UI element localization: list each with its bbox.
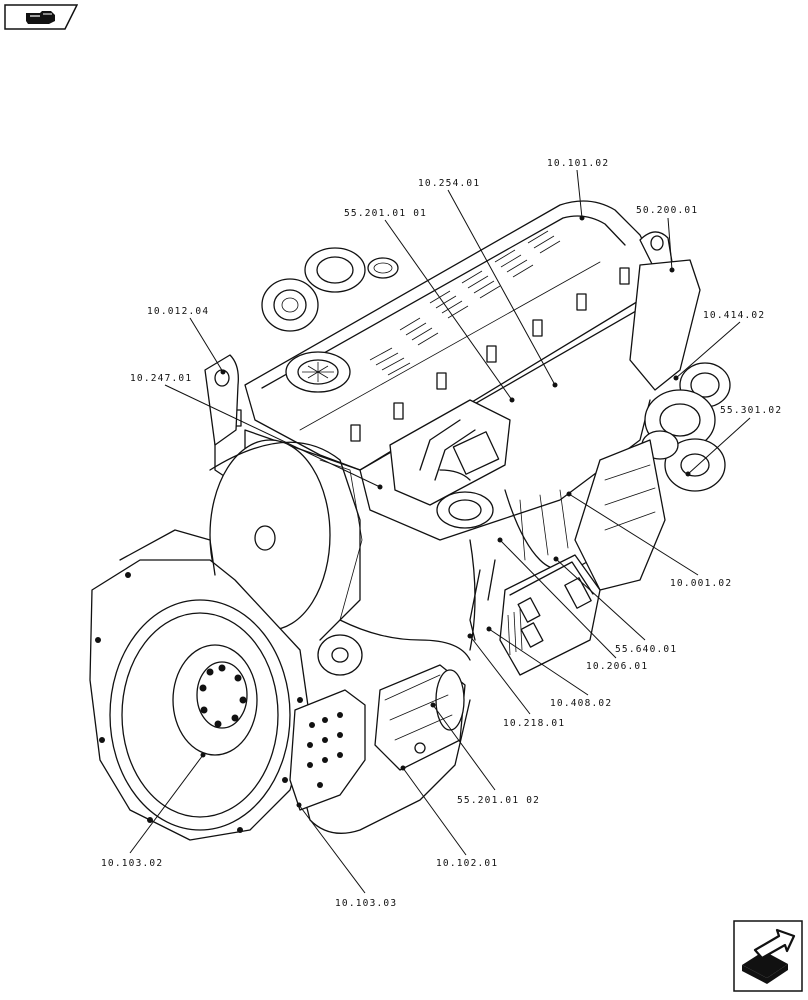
starter-motor <box>374 664 466 771</box>
callout-10-102-01[interactable]: 10.102.01 <box>436 858 498 869</box>
callout-10-254-01[interactable]: 10.254.01 <box>418 178 480 189</box>
callout-10-218-01[interactable]: 10.218.01 <box>503 718 565 729</box>
callout-55-201-01-01[interactable]: 55.201.01 01 <box>344 208 427 219</box>
arrow-forward-icon <box>742 928 796 984</box>
turbocharger <box>261 247 399 332</box>
callout-50-200-01[interactable]: 50.200.01 <box>636 205 698 216</box>
callout-10-103-02[interactable]: 10.103.02 <box>101 858 163 869</box>
callout-10-408-02[interactable]: 10.408.02 <box>550 698 612 709</box>
callout-10-012-04[interactable]: 10.012.04 <box>147 306 209 317</box>
hand-pointing-left-icon <box>26 11 55 24</box>
callout-10-103-03[interactable]: 10.103.03 <box>335 898 397 909</box>
callout-10-101-02[interactable]: 10.101.02 <box>547 158 609 169</box>
callout-labels: 10.101.02 10.254.01 55.201.01 01 50.200.… <box>101 158 782 909</box>
callout-55-201-01-02[interactable]: 55.201.01 02 <box>457 795 540 806</box>
flywheel-housing <box>89 529 311 841</box>
callout-55-301-02[interactable]: 55.301.02 <box>720 405 782 416</box>
engine-mount-bracket <box>289 689 366 811</box>
back-nav-button[interactable] <box>4 4 78 30</box>
callout-55-640-01[interactable]: 55.640.01 <box>615 644 677 655</box>
callout-10-206-01[interactable]: 10.206.01 <box>586 661 648 672</box>
callout-leaders <box>129 169 751 894</box>
fuel-system <box>389 399 511 641</box>
callout-10-001-02[interactable]: 10.001.02 <box>670 578 732 589</box>
callout-anchor-dots <box>200 215 691 808</box>
lifting-bracket-front <box>204 354 239 446</box>
rocker-cover <box>244 200 656 471</box>
engine-control-unit <box>499 554 601 676</box>
next-nav-button[interactable] <box>733 920 803 992</box>
callout-10-414-02[interactable]: 10.414.02 <box>703 310 765 321</box>
callout-10-247-01[interactable]: 10.247.01 <box>130 373 192 384</box>
front-accessories <box>574 259 731 591</box>
idler-pulley-front <box>317 634 363 676</box>
